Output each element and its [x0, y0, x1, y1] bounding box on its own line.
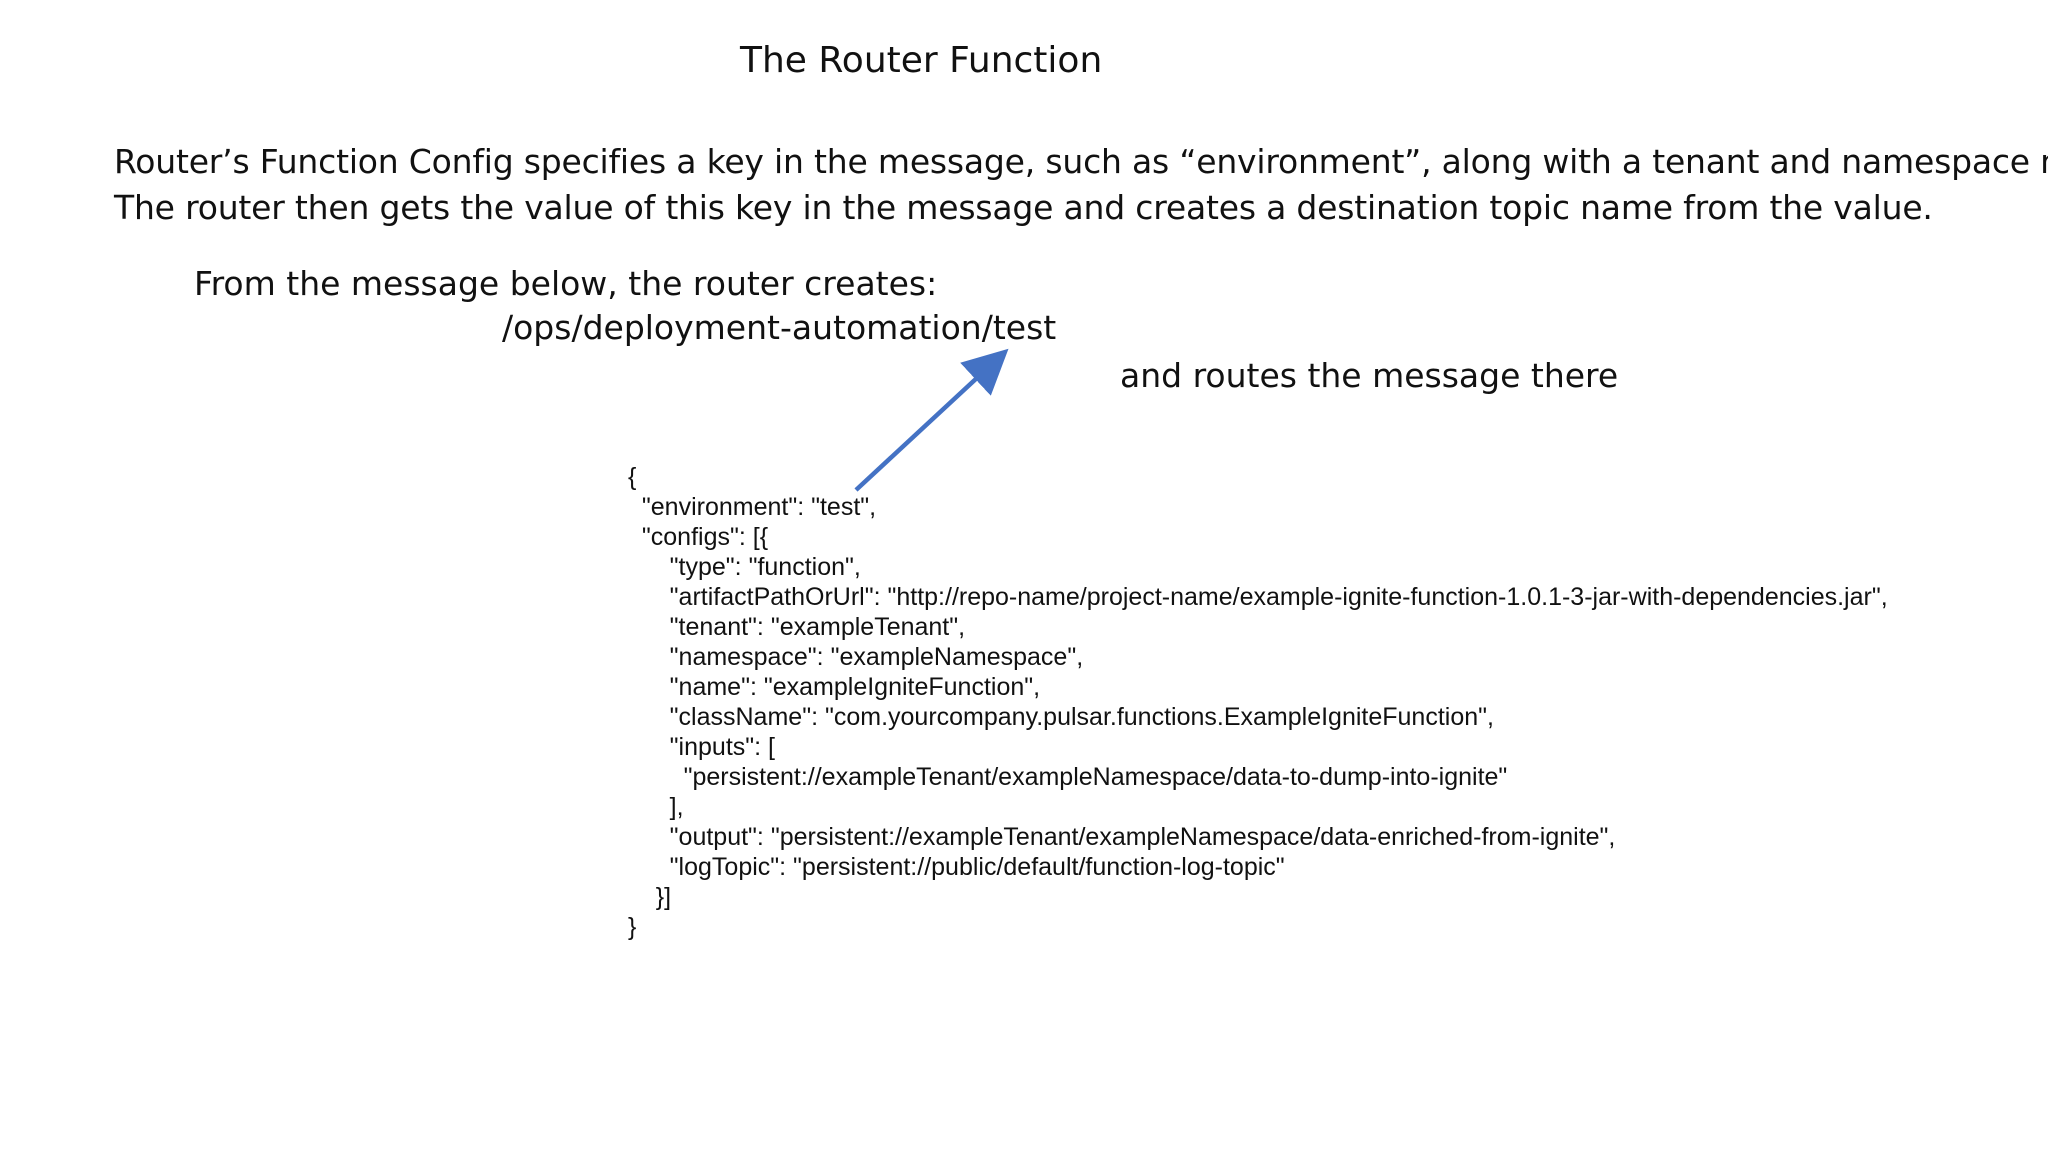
code-line: "className": "com.yourcompany.pulsar.fun…	[628, 703, 1494, 731]
code-line: {	[628, 463, 637, 491]
message-json-code: { "environment": "test", "configs": [{ "…	[628, 462, 1888, 942]
routes-text: and routes the message there	[1120, 356, 1619, 395]
code-line: "inputs": [	[628, 733, 775, 761]
code-line: }]	[628, 883, 672, 911]
code-line: "type": "function",	[628, 553, 861, 581]
code-line: "environment": "test",	[628, 493, 877, 521]
code-line: "name": "exampleIgniteFunction",	[628, 673, 1041, 701]
code-line: "persistent://exampleTenant/exampleNames…	[628, 763, 1508, 791]
destination-topic: /ops/deployment-automation/test	[502, 308, 1057, 347]
from-message-text: From the message below, the router creat…	[194, 264, 938, 303]
code-line: "tenant": "exampleTenant",	[628, 613, 966, 641]
code-line: "configs": [{	[628, 523, 769, 551]
code-line: "logTopic": "persistent://public/default…	[628, 853, 1285, 881]
code-line: "artifactPathOrUrl": "http://repo-name/p…	[628, 583, 1888, 611]
code-line: }	[628, 913, 637, 941]
description-line-2: The router then gets the value of this k…	[114, 188, 1933, 227]
description-line-1: Router’s Function Config specifies a key…	[114, 142, 2048, 181]
slide-title: The Router Function	[740, 40, 1103, 81]
code-line: "namespace": "exampleNamespace",	[628, 643, 1084, 671]
code-line: "output": "persistent://exampleTenant/ex…	[628, 823, 1616, 851]
code-line: ],	[628, 793, 684, 821]
